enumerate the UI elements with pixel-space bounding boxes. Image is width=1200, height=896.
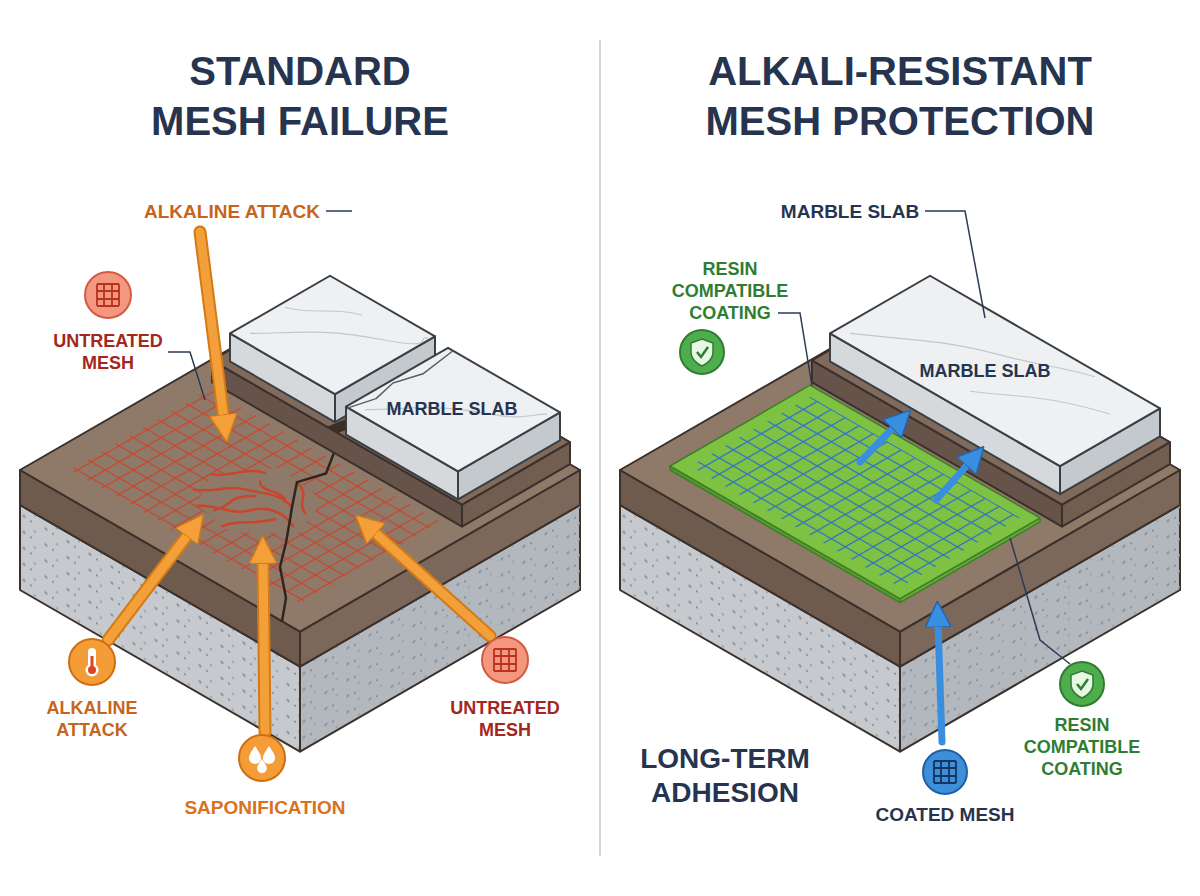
cracked-marble-slab-part — [346, 348, 560, 471]
part-label: MARBLE SLAB — [905, 360, 1065, 382]
panel-divider — [599, 40, 601, 856]
mesh-icon-part — [934, 761, 956, 783]
adhesion-arrows — [860, 425, 970, 742]
alkaline-attack-arrows-part — [263, 558, 265, 732]
mesh-icon — [482, 637, 528, 683]
shield-icon — [1060, 662, 1104, 706]
thermometer-icon-part — [88, 666, 96, 674]
callout-label: UNTREATED MESH — [43, 330, 173, 374]
mesh-icon — [923, 750, 967, 794]
callout-label: RESIN COMPATIBLE COATING — [655, 258, 805, 324]
callout-label: MARBLE SLAB — [750, 200, 950, 224]
leader-lines — [778, 211, 1070, 664]
shield-icon-part — [1077, 679, 1088, 689]
untreated-mesh-part-part — [255, 482, 290, 502]
thermometer-icon — [69, 639, 115, 685]
adhesion-arrows-part — [860, 425, 896, 462]
mesh-icon-part — [494, 649, 516, 671]
shield-icon-part — [680, 330, 724, 374]
alkaline-attack-arrows-part — [200, 232, 224, 420]
marble-slab — [830, 276, 1160, 494]
untreated-mesh-part-part — [222, 508, 275, 539]
marble-slab-part-part — [850, 284, 1095, 425]
cracked-marble-slab — [230, 276, 560, 500]
drops-icon-part — [249, 746, 261, 764]
leader-lines-part — [1010, 538, 1070, 664]
panel-heading: STANDARD MESH FAILURE — [135, 46, 465, 146]
untreated-mesh-part-part — [212, 458, 265, 489]
alkaline-attack-arrows — [108, 232, 490, 732]
marble-slab-part-part — [830, 276, 1160, 466]
adhesion-arrows-part — [938, 622, 942, 742]
adhesion-arrows-part — [936, 462, 970, 500]
drops-icon — [239, 735, 285, 781]
drops-icon-part — [257, 759, 267, 773]
alkaline-attack-arrows-part — [200, 232, 224, 420]
alkaline-attack-arrows-part — [263, 558, 265, 732]
drops-icon-part — [239, 735, 285, 781]
callout-label: SAPONIFICATION — [145, 796, 385, 820]
failure-panel — [20, 211, 580, 781]
cracked-marble-slab-part-part — [250, 284, 429, 387]
callout-label: COATED MESH — [845, 803, 1045, 827]
cracked-marble-slab-part-part — [365, 359, 547, 464]
callout-label: RESIN COMPATIBLE COATING — [1002, 714, 1162, 780]
part-label: MARBLE SLAB — [372, 398, 532, 420]
alkaline-attack-arrows-part — [372, 530, 490, 636]
mesh-icon-part — [85, 272, 131, 318]
mesh-icon-part — [923, 750, 967, 794]
untreated-mesh-part — [172, 452, 346, 552]
alkaline-attack-arrows-part — [108, 532, 190, 640]
callout-label: ALKALINE ATTACK — [27, 697, 157, 741]
cracked-marble-slab-part-part — [285, 289, 362, 333]
mesh-icon — [85, 272, 131, 318]
leader-lines-part — [925, 211, 985, 318]
callout-label: ALKALINE ATTACK — [112, 200, 352, 224]
leader-lines — [168, 211, 352, 400]
panel-caption: LONG-TERM ADHESION — [615, 742, 835, 810]
leader-lines-part — [326, 210, 352, 212]
thermometer-icon-part — [69, 639, 115, 685]
shield-icon-part — [697, 347, 708, 357]
callout-label: UNTREATED MESH — [440, 697, 570, 741]
shield-icon — [680, 330, 724, 374]
mesh-icon-part — [97, 284, 119, 306]
shield-icon-part — [1060, 662, 1104, 706]
alkaline-attack-arrows-part — [372, 530, 490, 636]
leader-lines-part — [168, 352, 205, 400]
leader-lines-part — [778, 313, 812, 386]
shield-icon-part — [691, 339, 713, 366]
protection-panel — [620, 211, 1180, 794]
untreated-mesh-part-part — [198, 486, 297, 543]
mesh-icon-part — [482, 637, 528, 683]
shield-icon-part — [1071, 671, 1093, 698]
drops-icon-part — [263, 746, 275, 764]
panel-heading: ALKALI-RESISTANT MESH PROTECTION — [690, 46, 1110, 146]
untreated-mesh-part-part — [214, 491, 255, 515]
cracked-marble-slab-part-part — [346, 348, 560, 471]
alkaline-attack-arrows-part — [108, 532, 190, 640]
untreated-mesh-part-part — [194, 469, 294, 527]
marble-slab-part — [830, 276, 1160, 466]
